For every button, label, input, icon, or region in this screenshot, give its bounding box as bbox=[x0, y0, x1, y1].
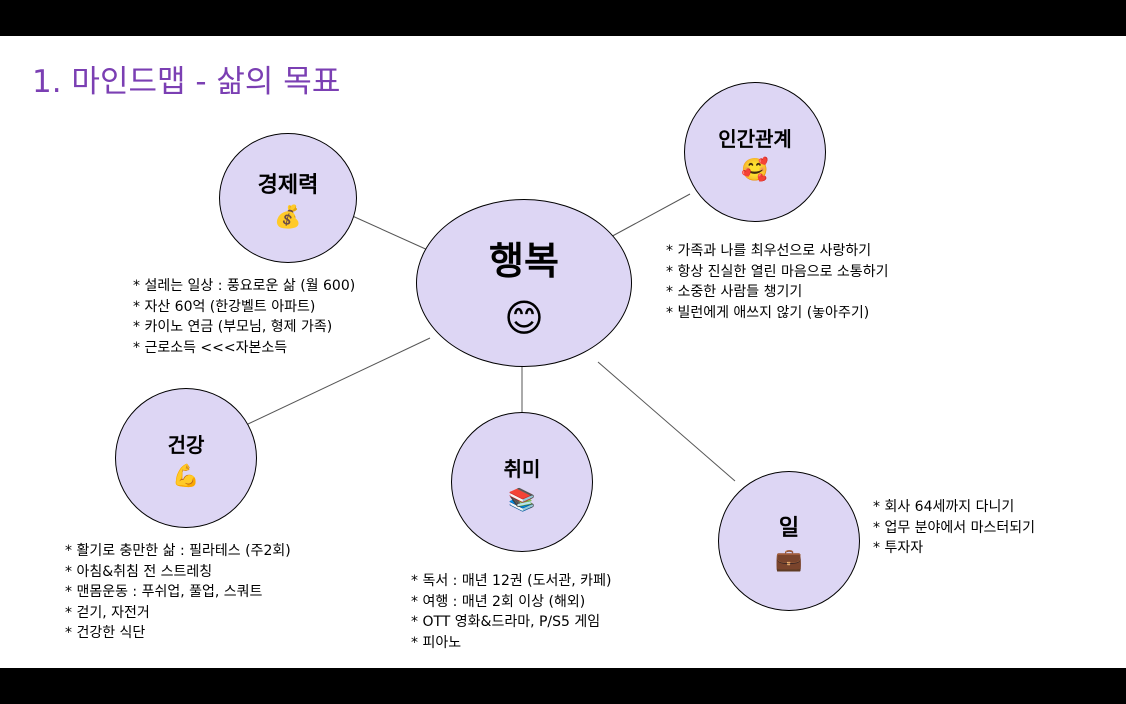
list-item: * 활기로 충만한 삶 : 필라테스 (주2회) bbox=[65, 543, 291, 559]
list-item: * 투자자 bbox=[873, 540, 924, 556]
list-item: * 맨몸운동 : 푸쉬업, 풀업, 스쿼트 bbox=[65, 584, 263, 600]
node-relations: 인간관계 🥰 bbox=[684, 82, 826, 222]
smiling-face-with-hearts-icon: 🥰 bbox=[741, 157, 769, 183]
hobby-goals: * 독서 : 매년 12권 (도서관, 카페) * 여행 : 매년 2회 이상 … bbox=[411, 571, 611, 653]
center-label: 행복 bbox=[489, 238, 559, 283]
link-work bbox=[597, 361, 736, 482]
list-item: * 업무 분야에서 마스터되기 bbox=[873, 519, 1036, 536]
node-health: 건강 💪 bbox=[115, 388, 257, 528]
node-work: 일 💼 bbox=[718, 471, 860, 611]
work-label: 일 bbox=[778, 516, 800, 541]
slide: 1. 마인드맵 - 삶의 목표 행복 😊 경제력 💰 * 설레는 일상 : 풍요… bbox=[0, 36, 1126, 668]
economy-label: 경제력 bbox=[257, 173, 319, 198]
list-item: * 카이노 연금 (부모님, 형제 가족) bbox=[133, 319, 333, 335]
list-item: * 건강한 식단 bbox=[65, 625, 146, 641]
economy-goals: * 설레는 일상 : 풍요로운 삶 (월 600) * 자산 60억 (한강벨트… bbox=[133, 276, 355, 358]
smiling-face-icon: 😊 bbox=[504, 295, 544, 340]
list-item: * 피아노 bbox=[411, 634, 462, 651]
list-item: * 걷기, 자전거 bbox=[65, 604, 150, 621]
node-hobby: 취미 📚 bbox=[451, 412, 593, 552]
relations-goals: * 가족과 나를 최우선으로 사랑하기 * 항상 진실한 열린 마음으로 소통하… bbox=[666, 241, 888, 323]
node-economy: 경제력 💰 bbox=[219, 133, 357, 263]
list-item: * 소중한 사람들 챙기기 bbox=[666, 284, 803, 300]
health-label: 건강 bbox=[167, 432, 205, 457]
health-goals: * 활기로 충만한 삶 : 필라테스 (주2회) * 아침&취침 전 스트레칭 … bbox=[65, 541, 291, 644]
center-node-happiness: 행복 😊 bbox=[416, 199, 632, 367]
slide-title: 1. 마인드맵 - 삶의 목표 bbox=[32, 64, 341, 100]
flexed-biceps-icon: 💪 bbox=[172, 463, 200, 489]
list-item: * 독서 : 매년 12권 (도서관, 카페) bbox=[411, 573, 612, 589]
hobby-label: 취미 bbox=[503, 456, 541, 481]
bottom-letterbox bbox=[0, 668, 1126, 704]
books-icon: 📚 bbox=[508, 487, 536, 513]
briefcase-icon: 💼 bbox=[775, 548, 803, 573]
link-economy bbox=[347, 213, 431, 252]
work-goals: * 회사 64세까지 다니기 * 업무 분야에서 마스터되기 * 투자자 bbox=[873, 497, 1035, 559]
list-item: * 빌런에게 애쓰지 않기 (놓아주기) bbox=[666, 304, 870, 321]
list-item: * 근로소득 <<<자본소득 bbox=[133, 339, 288, 356]
money-bag-icon: 💰 bbox=[274, 205, 302, 230]
list-item: * 회사 64세까지 다니기 bbox=[873, 499, 1015, 515]
list-item: * 자산 60억 (한강벨트 아파트) bbox=[133, 298, 316, 315]
relations-label: 인간관계 bbox=[718, 126, 792, 151]
list-item: * 아침&취침 전 스트레칭 bbox=[65, 563, 213, 580]
list-item: * 설레는 일상 : 풍요로운 삶 (월 600) bbox=[133, 278, 356, 294]
list-item: * 항상 진실한 열린 마음으로 소통하기 bbox=[666, 263, 889, 280]
top-letterbox bbox=[0, 0, 1126, 36]
list-item: * OTT 영화&드라마, P/S5 게임 bbox=[411, 614, 601, 630]
list-item: * 여행 : 매년 2회 이상 (해외) bbox=[411, 593, 586, 610]
link-health bbox=[247, 337, 431, 425]
list-item: * 가족과 나를 최우선으로 사랑하기 bbox=[666, 243, 872, 259]
